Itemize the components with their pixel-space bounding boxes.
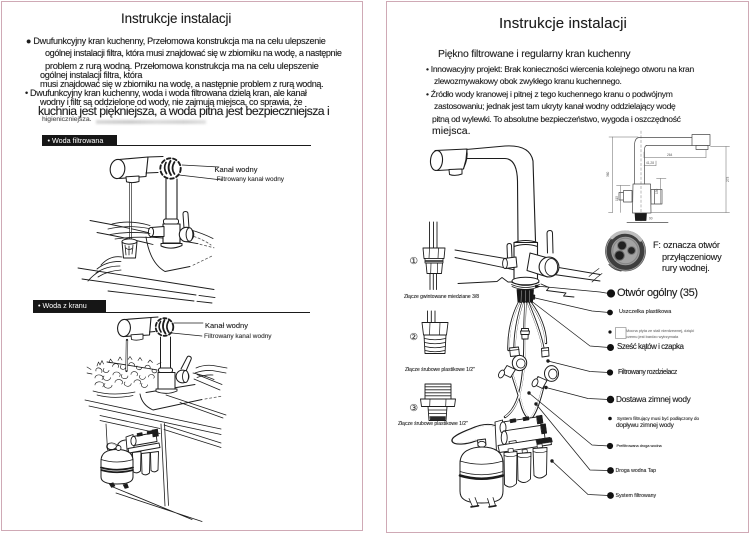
svg-text:41,28: 41,28 xyxy=(646,161,654,165)
svg-text:90: 90 xyxy=(649,217,653,221)
svg-text:150: 150 xyxy=(655,188,659,194)
svg-text:360: 360 xyxy=(606,171,610,177)
svg-text:264: 264 xyxy=(667,153,673,157)
svg-text:115: 115 xyxy=(615,196,619,201)
svg-text:273: 273 xyxy=(726,176,730,182)
